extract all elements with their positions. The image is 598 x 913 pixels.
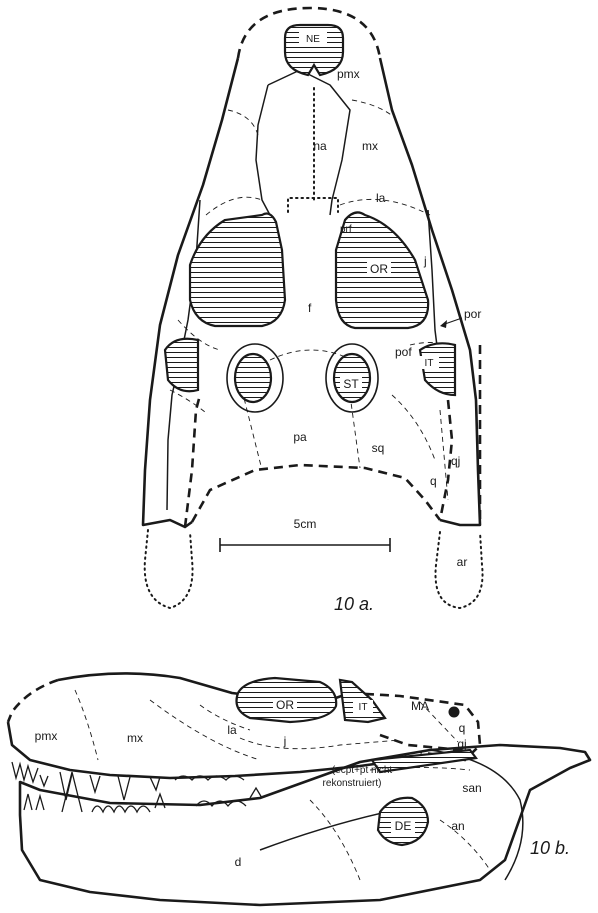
lateral-note-line2: rekonstruiert): [323, 778, 382, 789]
label-or: OR: [370, 262, 388, 276]
label-pof: pof: [395, 345, 412, 359]
scale-bar: 5cm: [220, 517, 390, 552]
lateral-label-pmx: pmx: [35, 729, 58, 743]
lateral-label-it: IT: [359, 702, 368, 713]
posterior-outline: [185, 395, 440, 527]
left-orbit: [190, 214, 285, 326]
nasal-left-edge: [256, 85, 270, 215]
lateral-label-san: san: [462, 781, 481, 795]
left-infratemporal-fenestra: [165, 339, 198, 392]
caption-10a: 10 a.: [334, 594, 374, 614]
label-it: IT: [425, 358, 434, 369]
lateral-view: OR IT MA la j q qj pmx mx (ecpt+pt nicht…: [8, 673, 590, 905]
scale-bar-label: 5cm: [294, 517, 317, 531]
label-mx: mx: [362, 139, 378, 153]
lower-jaw-outline: [20, 745, 590, 905]
suture-frontal-top: [270, 350, 352, 360]
label-ar: ar: [457, 555, 468, 569]
lateral-label-an: an: [451, 819, 464, 833]
label-qj: qj: [451, 454, 460, 468]
suture-qj: [440, 410, 448, 500]
label-ne: NE: [306, 34, 320, 45]
lateral-suture-pmx: [75, 690, 98, 760]
lateral-label-or: OR: [276, 698, 294, 712]
lower-teeth: [24, 772, 262, 812]
lateral-snout-tip: [8, 680, 58, 722]
upper-teeth: [12, 762, 244, 800]
lateral-label-qj: qj: [457, 737, 466, 751]
suture-sq-right: [392, 395, 435, 460]
label-f: f: [308, 301, 312, 315]
lateral-label-mx: mx: [127, 731, 143, 745]
right-infratemporal-fenestra: [420, 343, 455, 395]
suture-la-left: [206, 197, 262, 215]
lateral-label-q: q: [459, 721, 466, 735]
label-la: la: [376, 191, 386, 205]
label-j: j: [423, 254, 427, 268]
suture-pmx-left: [228, 110, 258, 135]
lateral-otic-notch-dot: [449, 707, 460, 718]
por-arrowhead: [440, 320, 447, 328]
lateral-label-ma: MA: [411, 699, 429, 713]
lateral-label-j: j: [283, 734, 287, 748]
suture-left-posterior: [170, 390, 205, 412]
label-prf: prf: [340, 224, 352, 235]
dorsal-view: 5cm NE pmx na mx la prf j OR f por pof I…: [143, 8, 483, 614]
label-sq: sq: [372, 441, 385, 455]
lateral-label-d: d: [235, 855, 242, 869]
label-por: por: [464, 307, 481, 321]
suture-parietal-right: [350, 395, 360, 468]
label-st: ST: [343, 377, 359, 391]
caption-10b: 10 b.: [530, 838, 570, 858]
right-articular: [436, 532, 483, 608]
label-pa: pa: [293, 430, 307, 444]
suture-pmx-right: [352, 100, 395, 118]
skull-roof-outline: [268, 70, 350, 215]
label-pmx: pmx: [337, 67, 360, 81]
lateral-label-de: DE: [395, 819, 412, 833]
lateral-note-line1: (ecpt+pt nicht: [332, 765, 393, 776]
label-na: na: [313, 139, 327, 153]
lateral-suture-j: [240, 738, 400, 749]
lateral-label-la: la: [227, 723, 237, 737]
label-q: q: [430, 474, 437, 488]
lower-jaw-inner-line: [430, 750, 523, 880]
left-supratemporal-fenestra: [235, 354, 271, 402]
left-articular: [145, 530, 193, 608]
